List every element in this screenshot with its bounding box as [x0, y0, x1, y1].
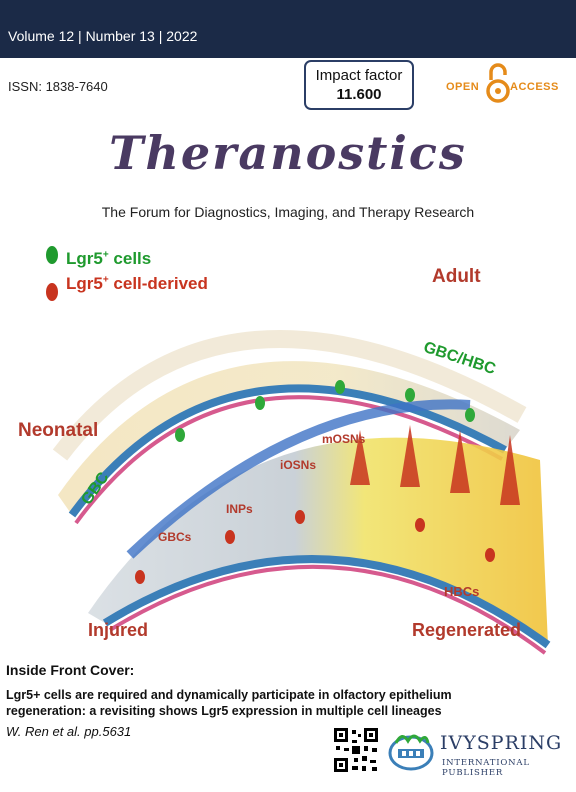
journal-subtitle: The Forum for Diagnostics, Imaging, and …	[101, 204, 475, 220]
qr-code-icon	[332, 726, 380, 774]
label-injured: Injured	[88, 620, 149, 640]
label-mosns: mOSNs	[322, 432, 366, 446]
inside-cover-heading: Inside Front Cover:	[6, 662, 135, 678]
label-adult: Adult	[432, 266, 481, 287]
inside-cover-authors: W. Ren et al. pp.5631	[6, 724, 132, 739]
impact-label: Impact factor	[315, 67, 403, 84]
label-iosns: iOSNs	[280, 458, 317, 472]
open-lock-icon	[486, 63, 510, 103]
label-gbcs: GBCs	[158, 530, 192, 544]
impact-factor-box: Impact factor 11.600	[304, 60, 414, 110]
issn: ISSN: 1838-7640	[8, 79, 108, 94]
label-hbcs: HBCs	[444, 584, 480, 599]
publisher-subtitle: INTERNATIONAL PUBLISHER	[442, 758, 530, 778]
issue-line: Volume 12 | Number 13 | 2022	[8, 28, 198, 44]
cover-illustration	[46, 246, 551, 655]
journal-title: Theranostics	[109, 126, 467, 180]
open-access-left: OPEN	[446, 81, 480, 93]
impact-value: 11.600	[336, 86, 382, 103]
label-regenerated: Regenerated	[412, 620, 522, 640]
header-bar: Volume 12 | Number 13 | 2022	[0, 0, 576, 58]
open-access-right: ACCESS	[510, 81, 559, 93]
inside-cover-caption: Lgr5+ cells are required and dynamically…	[6, 688, 452, 718]
publisher-name: IVYSPRING	[440, 732, 563, 754]
label-inps: INPs	[226, 502, 253, 516]
ivyspring-logo-icon	[388, 734, 434, 771]
open-access-logo: OPEN ACCESS	[446, 62, 564, 104]
legend-lgr5-derived: Lgr5+ cell-derived	[66, 274, 208, 293]
label-neonatal: Neonatal	[18, 420, 99, 441]
legend-lgr5-cells: Lgr5+ cells	[66, 249, 152, 268]
